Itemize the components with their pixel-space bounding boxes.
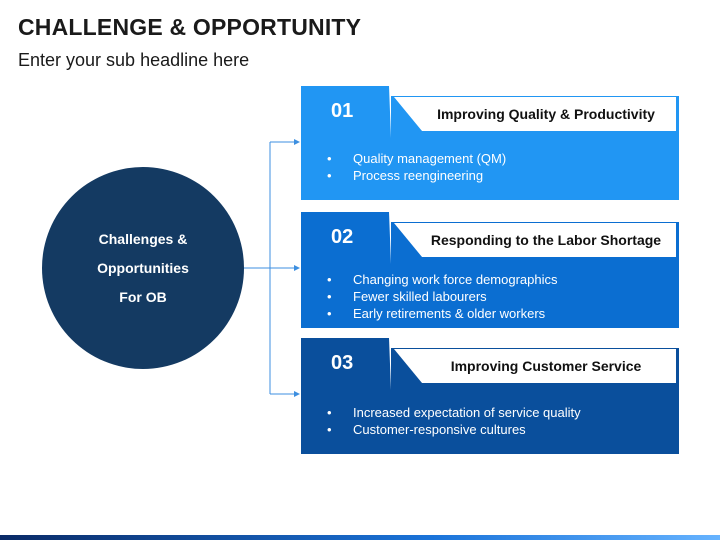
challenge-card-2: 02 Responding to the Labor Shortage •Cha… [301, 212, 679, 328]
list-item: •Increased expectation of service qualit… [327, 405, 581, 420]
center-circle: Challenges & Opportunities For OB [42, 167, 244, 369]
list-item: •Process reengineering [327, 168, 484, 183]
card-2-tab [301, 212, 391, 264]
card-2-label-box [394, 223, 676, 257]
card-3-body [301, 390, 679, 454]
card-1-tab [301, 86, 391, 138]
card-2-body [301, 264, 679, 328]
challenge-card-3: 03 Improving Customer Service •Increased… [301, 338, 679, 454]
card-3-number: 03 [331, 352, 354, 374]
footer-gradient-bar [0, 535, 720, 540]
center-line-3: For OB [119, 288, 167, 305]
card-1-label-box [394, 97, 676, 131]
card-1-list: •Quality management (QM) •Process reengi… [327, 150, 506, 184]
center-line-1: Challenges & [98, 230, 188, 247]
list-item: •Fewer skilled labourers [327, 289, 487, 304]
card-2-list: •Changing work force demographics •Fewer… [327, 271, 558, 322]
center-line-2: Opportunities [97, 259, 189, 276]
card-1-body [301, 138, 679, 200]
page-title: CHALLENGE & OPPORTUNITY [18, 14, 362, 40]
list-item: •Quality management (QM) [327, 151, 507, 166]
card-2-number: 02 [331, 226, 354, 248]
card-1-number: 01 [331, 100, 354, 122]
card-3-tab [301, 338, 391, 390]
card-3-label: Improving Customer Service [450, 358, 642, 374]
page-subtitle: Enter your sub headline here [18, 50, 250, 70]
list-item: •Changing work force demographics [327, 272, 558, 287]
card-2-label: Responding to the Labor Shortage [430, 232, 662, 248]
list-item: •Customer-responsive cultures [327, 422, 526, 437]
challenge-card-1: 01 Improving Quality & Productivity •Qua… [301, 86, 679, 200]
card-3-label-box [394, 349, 676, 383]
card-3-list: •Increased expectation of service qualit… [327, 404, 581, 438]
list-item: •Early retirements & older workers [327, 306, 546, 321]
card-1-label: Improving Quality & Productivity [437, 106, 655, 122]
